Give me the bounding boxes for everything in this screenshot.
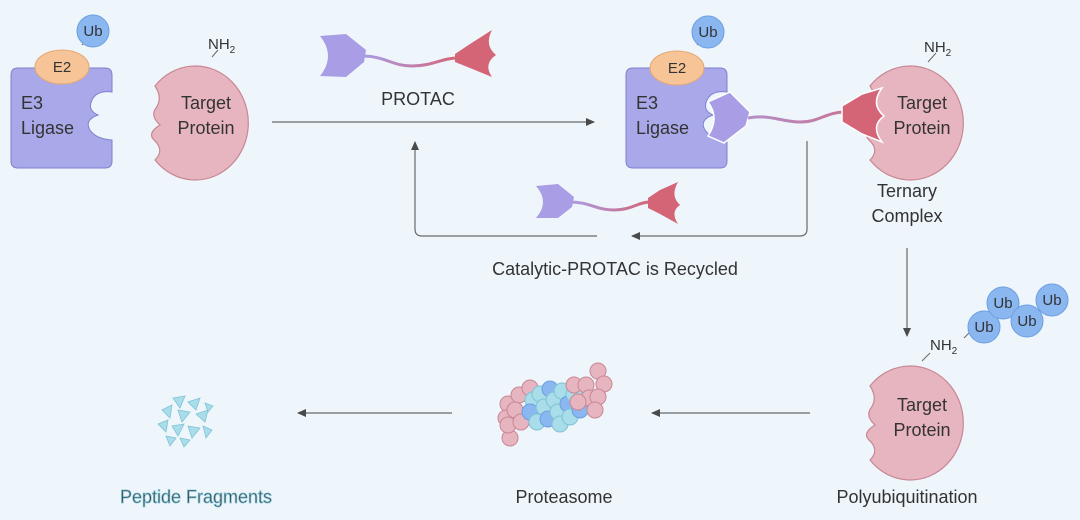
ternary-protac-e3-binder — [706, 91, 751, 144]
polyubiquitination-label: Polyubiquitination — [836, 487, 977, 507]
ternary-label-line2: Complex — [871, 206, 942, 226]
flow-arrows — [272, 118, 911, 417]
fragment-4 — [177, 409, 191, 423]
ternary-e2-enzyme — [649, 50, 705, 86]
peptide-fragments-label: Peptide Fragments — [120, 487, 272, 507]
e3-label-line2: Ligase — [21, 118, 74, 138]
poly-ubiquitin-2 — [986, 286, 1020, 320]
recycled-protac-e3-binder — [536, 184, 574, 218]
poly-ubiquitin-2-label: Ub — [993, 295, 1012, 312]
poly-ubiquitin-3 — [1010, 304, 1044, 338]
protac-target-binder — [455, 30, 496, 77]
fragment-6 — [157, 419, 169, 433]
e2-label: E2 — [53, 59, 71, 76]
target-label-line1: Target — [181, 93, 231, 113]
nh2-label: NH2 — [208, 36, 236, 56]
e3-label-line1: E3 — [21, 93, 43, 113]
fragment-10 — [179, 437, 191, 448]
ternary-e3-label-line1: E3 — [636, 93, 658, 113]
e3-ligase-left: E2 Ub E3 Ligase — [10, 14, 113, 169]
proteasome-label: Proteasome — [515, 487, 612, 507]
protac-e3-binder — [320, 34, 366, 77]
fragment-2 — [187, 397, 201, 411]
ternary-target-label-line2: Protein — [893, 118, 950, 138]
e3-ligase-body — [10, 67, 113, 169]
fragment-11 — [165, 435, 177, 447]
poly-ubiquitin-1 — [967, 310, 1001, 344]
recycled-label: Catalytic-PROTAC is Recycled — [492, 259, 738, 279]
target-protein-body — [150, 65, 249, 181]
poly-target-label-line2: Protein — [893, 420, 950, 440]
target-label-line2: Protein — [177, 118, 234, 138]
fragment-12 — [204, 402, 214, 413]
ternary-e2-label: E2 — [668, 60, 686, 77]
protac-linker — [361, 54, 459, 68]
ternary-label-line1: Ternary — [877, 181, 937, 201]
proteasome: Proteasome — [497, 362, 613, 507]
ternary-ubiquitin-label: Ub — [698, 24, 717, 41]
fragment-5 — [195, 409, 209, 423]
recycled-protac-linker — [569, 200, 651, 212]
e2-enzyme — [34, 49, 90, 85]
target-protein-left: NH2 Target Protein — [150, 36, 249, 181]
poly-target-label-line1: Target — [897, 395, 947, 415]
polyubiquitinated-target: NH2 Ub Ub Ub Ub Target Protein Polyubiqu… — [836, 283, 1069, 507]
ternary-ubiquitin — [691, 15, 725, 49]
poly-target-protein — [865, 365, 964, 481]
ternary-target-label-line1: Target — [897, 93, 947, 113]
fragment-8 — [187, 425, 201, 439]
ternary-protac-linker — [747, 110, 846, 124]
proteasome-cap-right — [565, 362, 613, 419]
poly-nh2-link — [921, 352, 931, 362]
fragment-7 — [171, 423, 185, 437]
recycled-protac-target-binder — [648, 182, 680, 224]
fragment-1 — [172, 395, 186, 409]
poly-ubiquitin-4 — [1035, 283, 1069, 317]
ternary-protac-target-binder — [841, 86, 886, 144]
poly-ubiquitin-1-label: Ub — [974, 319, 993, 336]
peptide-fragments: Peptide Fragments — [120, 395, 272, 507]
poly-ubiquitin-3-label: Ub — [1017, 313, 1036, 330]
arrow-recycle-out — [631, 141, 808, 240]
arrow-recycle-back — [411, 141, 597, 237]
nh2-link — [211, 49, 219, 58]
protac-molecule: PROTAC — [320, 30, 496, 109]
poly-ubiquitin-4-label: Ub — [1042, 292, 1061, 309]
ternary-e3-label-line2: Ligase — [636, 118, 689, 138]
protac-label: PROTAC — [381, 89, 455, 109]
ternary-e3-ligase — [625, 67, 728, 169]
ternary-complex: E2 Ub E3 Ligase NH2 Target Protein Terna… — [625, 15, 964, 226]
ternary-nh2-link — [927, 52, 937, 63]
ubiquitin-label: Ub — [83, 23, 102, 40]
ternary-nh2-label: NH2 — [924, 39, 952, 59]
fragment-3 — [161, 404, 173, 419]
poly-nh2-label: NH2 — [930, 337, 958, 357]
recycled-protac: Catalytic-PROTAC is Recycled — [492, 182, 738, 279]
ubiquitin — [76, 14, 110, 48]
fragment-9 — [202, 425, 213, 439]
